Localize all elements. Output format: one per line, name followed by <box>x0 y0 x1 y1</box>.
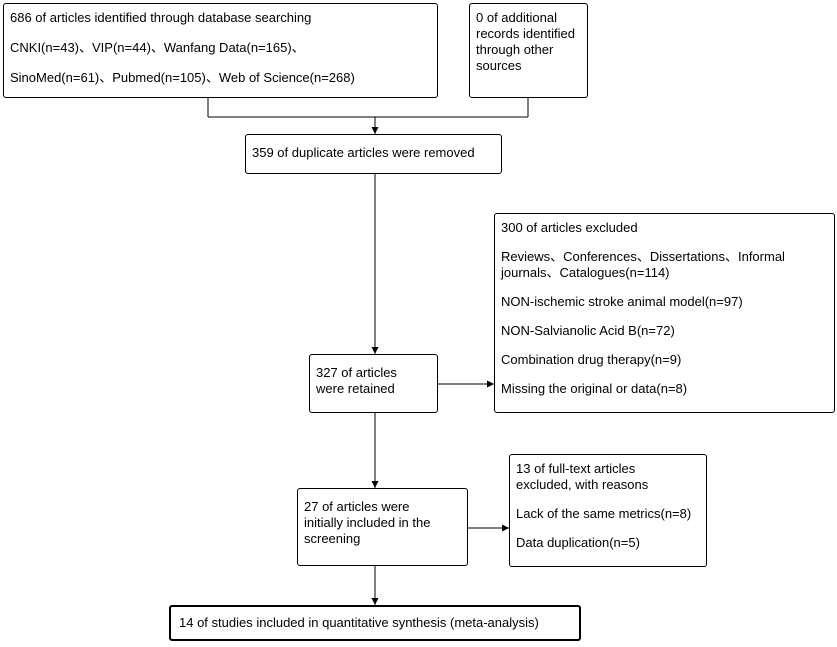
initial-line-2: initially included in the <box>304 515 431 530</box>
excluded-reason-combination: Combination drug therapy(n=9) <box>501 352 682 367</box>
additional-line-3: through other <box>476 42 554 57</box>
additional-line-1: 0 of additional <box>476 10 557 25</box>
additional-records-box: 0 of additional records identified throu… <box>469 3 588 98</box>
retained-line-1: 327 of articles <box>316 365 397 380</box>
excluded-title: 300 of articles excluded <box>501 220 638 235</box>
retained-line-2: were retained <box>316 381 395 396</box>
articles-retained-box: 327 of articles were retained <box>309 354 438 413</box>
fulltext-reason-metrics: Lack of the same metrics(n=8) <box>516 506 692 521</box>
excluded-reason-missing: Missing the original or data(n=8) <box>501 381 688 396</box>
duplicates-text: 359 of duplicate articles were removed <box>252 145 475 160</box>
initial-line-3: screening <box>304 531 361 546</box>
additional-line-4: sources <box>476 58 522 73</box>
excluded-reason-reviews: Reviews、Conferences、Dissertations、Inform… <box>501 249 785 280</box>
excluded-articles-box: 300 of articles excluded Reviews、Confere… <box>494 213 835 413</box>
fulltext-reason-duplication: Data duplication(n=5) <box>516 535 640 550</box>
initial-line-1: 27 of articles were <box>304 499 410 514</box>
identified-sources-line-2: SinoMed(n=61)、Pubmed(n=105)、Web of Scien… <box>10 70 355 85</box>
identified-records-box: 686 of articles identified through datab… <box>3 3 438 98</box>
final-text: 14 of studies included in quantitative s… <box>179 615 539 630</box>
excluded-reason-non-salvianolic: NON-Salvianolic Acid B(n=72) <box>501 323 675 338</box>
fulltext-excluded-line-1: 13 of full-text articles <box>516 461 636 476</box>
additional-line-2: records identified <box>476 26 575 41</box>
fulltext-excluded-box: 13 of full-text articles excluded, with … <box>509 454 707 567</box>
excluded-reason-non-ischemic: NON-ischemic stroke animal model(n=97) <box>501 294 743 309</box>
identified-title: 686 of articles identified through datab… <box>10 10 312 25</box>
final-studies-box: 14 of studies included in quantitative s… <box>169 605 581 641</box>
initially-included-box: 27 of articles were initially included i… <box>297 488 468 566</box>
fulltext-excluded-line-2: excluded, with reasons <box>516 477 649 492</box>
identified-sources-line-1: CNKI(n=43)、VIP(n=44)、Wanfang Data(n=165)… <box>10 40 305 55</box>
duplicates-removed-box: 359 of duplicate articles were removed <box>245 134 502 174</box>
